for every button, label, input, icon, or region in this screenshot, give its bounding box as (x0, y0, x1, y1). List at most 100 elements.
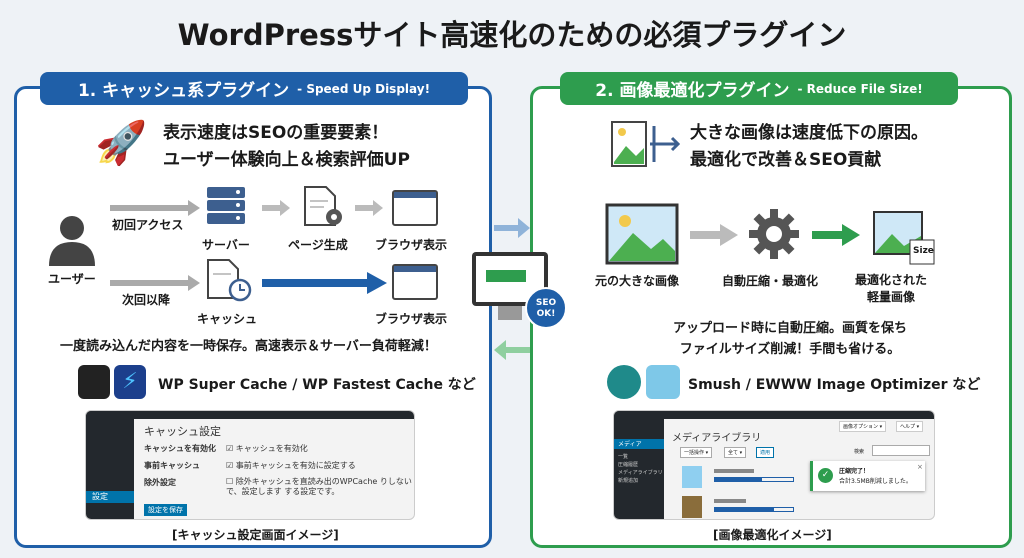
cache-summary: 一度読み込んだ内容を一時保存。高速表示＆サーバー負荷軽減！ (60, 339, 437, 354)
image-resize-icon (611, 121, 680, 167)
options-button[interactable]: 画像オプション ▾ (839, 421, 887, 432)
menu-settings[interactable]: 設定 (86, 491, 134, 503)
original-label: 元の大きな画像 (595, 274, 680, 288)
row-value[interactable]: ☐ 除外キャッシュを直読み出のWPCache りしないで、設定します する設定で… (226, 477, 412, 496)
headline-line: 表示速度はSEOの重要要素！ (163, 123, 389, 143)
header-text: 1. キャッシュ系プラグイン (77, 81, 290, 101)
monitor-icon (472, 252, 548, 306)
arrow-icon (110, 200, 200, 216)
progress-bar (714, 507, 794, 512)
wp-fastest-cache-logo: ⚡ (114, 365, 146, 399)
browser-icon (392, 190, 438, 226)
admin-sidebar (86, 411, 134, 519)
image-thumb (682, 496, 702, 518)
row-label: キャッシュを有効化 (144, 444, 216, 453)
headline-line: 最適化で改善＆SEO貢献 (690, 150, 882, 170)
toast-message: 合計3.5MB削減しました。 (839, 478, 912, 485)
arrow-icon (690, 224, 738, 246)
media-library-screenshot: メディア 一覧圧縮履歴メディアライブラリ新規追加 メディアライブラリ 画像オプシ… (613, 410, 935, 520)
submenu-item[interactable]: 圧縮履歴 (618, 462, 639, 468)
rocket-icon: 🚀 (95, 118, 148, 167)
row-value[interactable]: ☑ キャッシュを有効化 (226, 444, 308, 453)
row-value-text: キャッシュを有効化 (235, 444, 308, 453)
apply-button[interactable]: 適用 (756, 447, 775, 458)
next-access-label: 次回以降 (122, 293, 171, 307)
image-plugins: Smush / EWWW Image Optimizer など (688, 377, 981, 393)
ewww-logo (646, 365, 680, 399)
image-panel-header: 2. 画像最適化プラグイン - Reduce File Size! (560, 72, 958, 105)
filter-select[interactable]: 全て ▾ (724, 447, 747, 458)
cache-caption: [キャッシュ設定画面イメージ] (172, 528, 339, 542)
large-image-icon (605, 203, 679, 265)
help-button[interactable]: ヘルプ ▾ (896, 421, 924, 432)
bulk-select[interactable]: 一括操作 ▾ (680, 447, 713, 458)
browser-icon (392, 264, 438, 300)
summary-line: アップロード時に自動圧縮。画質を保ち (672, 321, 907, 336)
cache-clock-icon (207, 259, 252, 302)
cache-label: キャッシュ (197, 312, 258, 326)
image-summary: アップロード時に自動圧縮。画質を保ちファイルサイズ削減！手間も省ける。 (660, 318, 920, 360)
process-label: 自動圧縮・最適化 (722, 274, 819, 288)
toast: ✓ 圧縮完了！ 合計3.5MB削減しました。 × (810, 461, 925, 491)
result-line: 軽量画像 (867, 290, 916, 304)
header-sub: - Speed Up Display! (297, 81, 431, 96)
submenu-item[interactable]: 新規追加 (618, 478, 639, 484)
image-headline: 大きな画像は速度低下の原因。最適化で改善＆SEO貢献 (690, 120, 928, 174)
result-line: 最適化された (855, 273, 928, 287)
toast-title: 圧縮完了！ (839, 468, 870, 475)
optimized-image-icon (873, 211, 935, 265)
cache-panel-header: 1. キャッシュ系プラグイン - Speed Up Display! (40, 72, 468, 105)
user-label: ユーザー (48, 272, 96, 286)
header-sub: - Reduce File Size! (797, 81, 923, 96)
server-icon (207, 187, 245, 224)
screen-title: キャッシュ設定 (144, 425, 221, 438)
row-value-text: 事前キャッシュを有効に設定する (235, 461, 356, 470)
browser-label: ブラウザ表示 (375, 238, 448, 252)
check-icon: ✓ (818, 468, 833, 483)
summary-line: ファイルサイズ削減！手間も省ける。 (679, 342, 901, 357)
admin-sidebar (614, 411, 664, 519)
green-arrow-icon (812, 224, 860, 246)
user-icon (49, 216, 95, 266)
row-label: 除外設定 (144, 478, 176, 487)
page-title: WordPressサイト高速化のための必須プラグイン (177, 18, 847, 52)
cache-settings-screenshot: 設定 キャッシュ設定 キャッシュを有効化 ☑ キャッシュを有効化 事前キャッシュ… (85, 410, 415, 520)
close-icon[interactable]: × (917, 463, 923, 471)
header-text: 2. 画像最適化プラグイン (595, 81, 790, 101)
image-caption: [画像最適化イメージ] (713, 528, 832, 542)
cache-headline: 表示速度はSEOの重要要素！ユーザー体験向上＆検索評価UP (163, 120, 410, 174)
server-label: サーバー (202, 238, 250, 252)
arrow-icon (110, 275, 200, 291)
search-label: 検索 (854, 449, 865, 455)
progress-bar (714, 477, 794, 482)
submenu: 一覧圧縮履歴メディアライブラリ新規追加 (618, 453, 663, 485)
screen-title: メディアライブラリ (672, 433, 762, 444)
wp-super-cache-logo (78, 365, 110, 399)
headline-line: 大きな画像は速度低下の原因。 (690, 123, 928, 143)
first-access-label: 初回アクセス (112, 218, 184, 232)
gear-icon (749, 209, 799, 259)
arrow-icon (355, 200, 383, 216)
arrow-icon (262, 200, 290, 216)
search-input[interactable] (872, 445, 930, 456)
submenu-item[interactable]: メディアライブラリ (618, 470, 663, 476)
result-label: 最適化された軽量画像 (855, 272, 927, 306)
seo-ok-badge: SEO OK! (525, 287, 567, 329)
page-gen-label: ページ生成 (288, 238, 348, 252)
row-value-text: 除外キャッシュを直読み出のWPCache りしないで、設定します する設定です。 (226, 477, 412, 496)
monitor-stand (498, 306, 522, 320)
submenu-item[interactable]: 一覧 (618, 454, 629, 460)
row-value[interactable]: ☑ 事前キャッシュを有効に設定する (226, 461, 356, 470)
arrow-left-icon (494, 340, 530, 360)
save-button[interactable]: 設定を保存 (144, 504, 187, 516)
smush-logo (607, 365, 641, 399)
image-thumb (682, 466, 702, 488)
size-tag: Size (913, 246, 934, 256)
cache-plugins: WP Super Cache / WP Fastest Cache など (158, 377, 476, 393)
browser-label: ブラウザ表示 (375, 312, 448, 326)
page-gear-icon (304, 186, 342, 226)
arrow-right-icon (494, 218, 530, 238)
row-label: 事前キャッシュ (144, 461, 200, 470)
fast-arrow-icon (262, 272, 387, 294)
menu-media[interactable]: メディア (614, 439, 664, 449)
